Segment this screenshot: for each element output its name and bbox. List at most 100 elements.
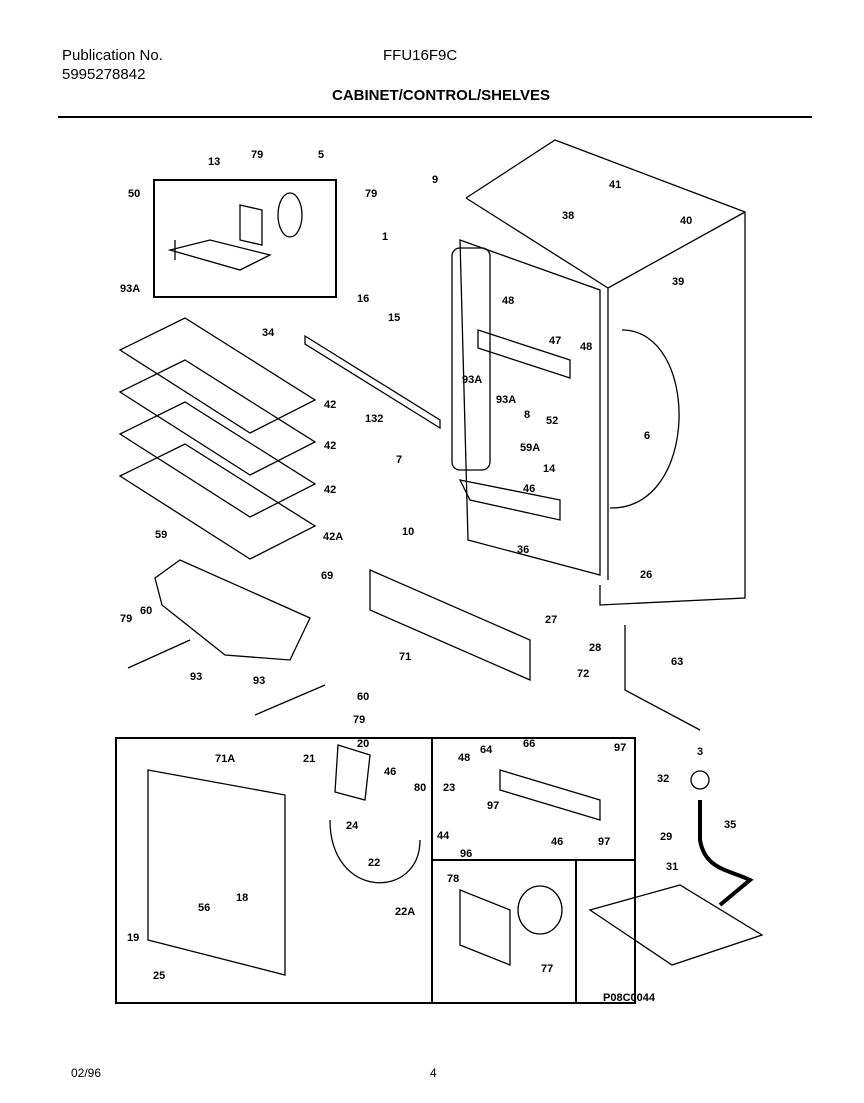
callout-label: 69 [321, 570, 333, 582]
callout-label: 79 [120, 613, 132, 625]
callout-label: 59 [155, 529, 167, 541]
callout-label: 34 [262, 327, 275, 339]
callout-label: 20 [357, 738, 369, 750]
cabinet-rail [477, 329, 571, 379]
callout-label: 56 [198, 902, 210, 914]
callout-label: 46 [384, 766, 396, 778]
callout-label: 15 [388, 312, 400, 324]
shelf-support [304, 334, 441, 430]
callout-label: 97 [614, 742, 626, 754]
callout-label: 46 [523, 483, 535, 495]
basket [154, 559, 311, 661]
fan-motor-inset-box [153, 179, 337, 298]
callout-label: 35 [724, 819, 736, 831]
callout-label: 18 [236, 892, 248, 904]
callout-label: 77 [541, 963, 553, 975]
callout-label: 48 [580, 341, 592, 353]
callout-label: 14 [543, 463, 556, 475]
callout-label: 71 [399, 651, 411, 663]
callout-label: 31 [666, 861, 678, 873]
callout-label: 36 [517, 544, 529, 556]
callout-label: 47 [549, 335, 561, 347]
callout-label: 13 [208, 156, 220, 168]
callout-label: 96 [460, 848, 472, 860]
callout-label: 7 [396, 454, 402, 466]
publication-number: 5995278842 [62, 66, 146, 83]
callout-label: 52 [546, 415, 558, 427]
fan-blade [277, 192, 303, 238]
revision-date: 02/96 [71, 1066, 102, 1080]
callout-label: 1 [382, 231, 388, 243]
callout-label: 93A [462, 374, 482, 386]
callout-label: 46 [551, 836, 563, 848]
callout-label: 79 [365, 188, 377, 200]
callout-label: 93A [120, 283, 140, 295]
drain-tube [698, 800, 754, 907]
publication-label: Publication No. [62, 47, 163, 64]
callout-label: 16 [357, 293, 369, 305]
callout-label: 5 [318, 149, 324, 161]
capillary-tube [329, 819, 421, 884]
callout-label: 79 [353, 714, 365, 726]
callout-label: 60 [140, 605, 152, 617]
callout-label: 42 [324, 440, 336, 452]
callout-label: 19 [127, 932, 139, 944]
callout-label: 132 [365, 413, 383, 425]
page-number: 4 [430, 1066, 437, 1080]
callout-label: 79 [251, 149, 263, 161]
callout-label: 41 [609, 179, 621, 191]
door-gasket [451, 247, 491, 471]
cabinet-liner [459, 239, 601, 576]
callout-label: 42 [324, 399, 336, 411]
callout-label: 26 [640, 569, 652, 581]
section-title: CABINET/CONTROL/SHELVES [332, 87, 551, 104]
callout-label: 24 [346, 820, 359, 832]
callout-label: 8 [524, 409, 530, 421]
callout-label: 93 [253, 675, 265, 687]
callout-label: 97 [598, 836, 610, 848]
callout-label: 93 [190, 671, 202, 683]
fan-motor-bracket [167, 204, 272, 271]
callout-label: 22A [395, 906, 415, 918]
callout-label: 23 [443, 782, 455, 794]
callout-label: 32 [657, 773, 669, 785]
callout-label: 48 [458, 752, 470, 764]
callout-label: 40 [680, 215, 692, 227]
callout-label: 48 [502, 295, 514, 307]
model-number: FFU16F9C [383, 47, 458, 64]
callout-label: 97 [487, 800, 499, 812]
callout-label: 10 [402, 526, 414, 538]
callout-label: 42 [324, 484, 336, 496]
callout-label: 3 [697, 746, 703, 758]
drain-plug [690, 770, 710, 790]
callout-label: 29 [660, 831, 672, 843]
callout-label: 63 [671, 656, 683, 668]
diagram-code: P08C0044 [603, 992, 656, 1004]
callout-label: 93A [496, 394, 516, 406]
header-rule [58, 116, 812, 118]
callout-label: 80 [414, 782, 426, 794]
callout-label: 66 [523, 738, 535, 750]
callout-label: 60 [357, 691, 369, 703]
wire-shelves [118, 317, 317, 560]
kick-plate [369, 569, 531, 681]
callout-label: 9 [432, 174, 438, 186]
control-housing [147, 769, 286, 976]
callout-label: 25 [153, 970, 165, 982]
callout-label: 78 [447, 873, 459, 885]
callout-label: 6 [644, 430, 650, 442]
callout-label: 44 [437, 830, 450, 842]
callout-label: 21 [303, 753, 315, 765]
thermostat-cover [334, 744, 371, 801]
callout-label: 28 [589, 642, 601, 654]
callout-label: 50 [128, 188, 140, 200]
callout-label: 72 [577, 668, 589, 680]
cabinet-side-panel [609, 329, 680, 509]
overload [517, 885, 563, 935]
callout-label: 64 [480, 744, 493, 756]
callout-label: 39 [672, 276, 684, 288]
callout-label: 71A [215, 753, 235, 765]
callout-label: 59A [520, 442, 540, 454]
drain-pan [588, 884, 764, 966]
